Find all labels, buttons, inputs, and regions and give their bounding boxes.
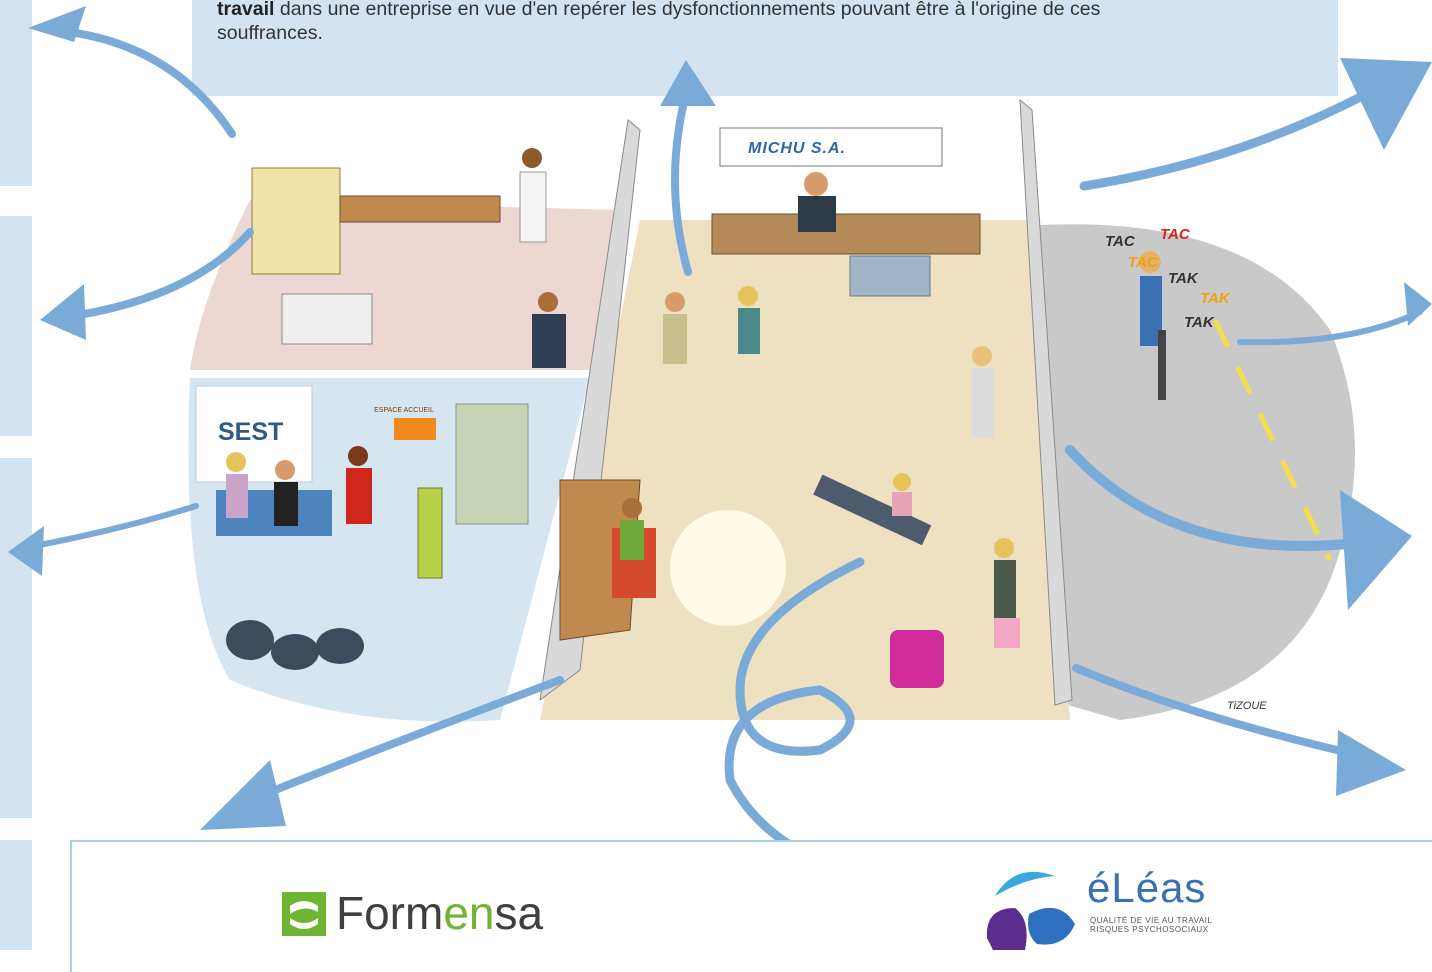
worker-jackhammer (1139, 251, 1166, 400)
footer-panel (70, 840, 1432, 972)
eleas-tagline-1: qualité de vie au travail (1090, 916, 1213, 925)
formensa-logo[interactable]: Formensa (336, 888, 543, 938)
equipment-bin (271, 634, 319, 670)
rail-segment[interactable] (0, 840, 32, 950)
intro-bold: travail (217, 0, 275, 20)
intro-line1: dans une entreprise en vue d'en repérer … (274, 0, 1101, 20)
door (455, 403, 529, 525)
manager-figure (798, 172, 836, 232)
suitcase (890, 630, 944, 688)
bookshelf (251, 167, 341, 275)
intro-line2: souffrances. (217, 22, 323, 44)
road-line (1212, 318, 1333, 562)
arrows (21, 26, 1423, 875)
rail-segment[interactable] (0, 458, 32, 818)
formensa-sa: sa (494, 887, 544, 939)
lamp-glow (670, 510, 786, 626)
noise-word: TAC (1160, 226, 1190, 243)
doctor-figure (519, 148, 547, 243)
traveler-woman (994, 538, 1020, 648)
waiting-people (226, 446, 372, 526)
noise-word: TAK (1184, 314, 1214, 331)
left-rail (0, 0, 32, 950)
eleas-logo-icon[interactable] (985, 868, 1081, 950)
sest-sign: SEST (218, 418, 284, 446)
eleas-tagline-2: risques psychosociaux (1090, 925, 1209, 934)
bench (281, 293, 373, 345)
rail-segment[interactable] (0, 0, 32, 186)
arguing-people (663, 286, 760, 364)
equipment-bin (226, 620, 274, 660)
company-sign: MICHU S.A. (748, 140, 846, 157)
office-worker (532, 292, 566, 368)
noise-word: TAK (1168, 270, 1198, 287)
eleas-tagline: qualité de vie au travailrisques psychos… (1090, 916, 1212, 934)
rail-segment[interactable] (0, 216, 32, 436)
kiosk (417, 487, 443, 579)
notice-sign (394, 418, 436, 440)
desk-cabinet (849, 255, 931, 297)
intro-panel (192, 0, 1338, 96)
noise-word: TAC (1105, 233, 1135, 250)
formensa-form: Form (336, 887, 444, 939)
workplace-illustration (8, 6, 1432, 902)
formensa-logo-icon[interactable] (282, 892, 326, 936)
manager-desk (711, 213, 981, 255)
equipment-bin (316, 628, 364, 664)
right-partition (1019, 98, 1073, 706)
walking-man (972, 346, 994, 438)
michu-sign (719, 127, 943, 167)
office-desk (339, 195, 501, 223)
intro-text: travail dans une entreprise en vue d'en … (217, 0, 1307, 45)
formensa-en: en (443, 887, 495, 939)
artist-signature: TiZOUE (1227, 700, 1267, 712)
road-area (1040, 224, 1355, 720)
noise-word: TAK (1200, 290, 1230, 307)
notice-sign-label: ESPACE ACCUEIL (374, 407, 434, 414)
noise-word: TAC (1128, 254, 1158, 271)
eleas-logo[interactable]: éLéas (1087, 864, 1207, 911)
injured-person (813, 473, 932, 546)
receptionist (620, 498, 644, 560)
